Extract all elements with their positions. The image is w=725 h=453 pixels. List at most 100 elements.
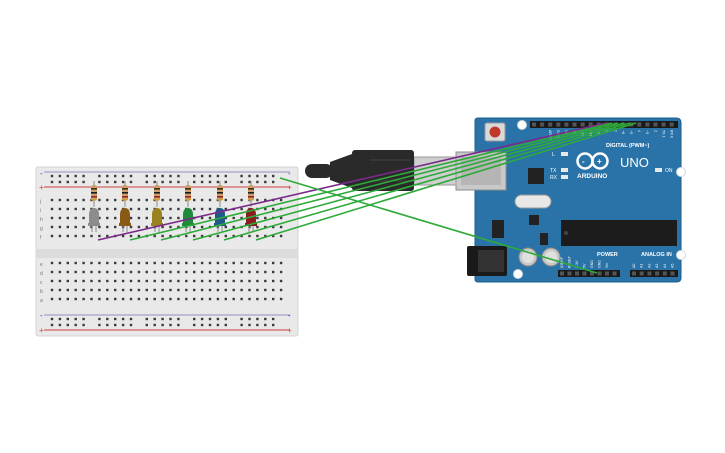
- breadboard-hole[interactable]: [272, 279, 275, 283]
- rail-hole[interactable]: [169, 317, 172, 321]
- breadboard-hole[interactable]: [185, 297, 188, 301]
- rail-hole[interactable]: [121, 323, 125, 327]
- breadboard-hole[interactable]: [264, 297, 267, 301]
- digital-pin[interactable]: [548, 122, 553, 127]
- breadboard-hole[interactable]: [224, 279, 227, 283]
- breadboard-hole[interactable]: [256, 234, 259, 238]
- breadboard-hole[interactable]: [74, 270, 77, 274]
- breadboard-hole[interactable]: [129, 216, 133, 220]
- breadboard-hole[interactable]: [50, 279, 54, 283]
- rail-hole[interactable]: [169, 323, 172, 327]
- rail-hole[interactable]: [256, 174, 259, 178]
- breadboard-hole[interactable]: [240, 297, 243, 301]
- reset-button-cap[interactable]: [489, 126, 501, 138]
- rail-hole[interactable]: [74, 323, 77, 327]
- breadboard-hole[interactable]: [232, 288, 235, 292]
- led-orange[interactable]: [120, 208, 130, 224]
- rail-hole[interactable]: [66, 317, 69, 321]
- led-yellow[interactable]: [152, 208, 162, 224]
- digital-pin[interactable]: [645, 122, 650, 127]
- rail-hole[interactable]: [208, 317, 212, 321]
- rail-hole[interactable]: [177, 317, 180, 321]
- breadboard-hole[interactable]: [82, 225, 85, 229]
- breadboard-hole[interactable]: [224, 297, 227, 301]
- breadboard-hole[interactable]: [264, 279, 267, 283]
- breadboard-hole[interactable]: [264, 261, 267, 265]
- breadboard-hole[interactable]: [74, 279, 77, 283]
- breadboard-hole[interactable]: [82, 279, 85, 283]
- breadboard-hole[interactable]: [58, 297, 62, 301]
- wire-green-3[interactable]: [192, 122, 625, 241]
- breadboard-hole[interactable]: [121, 270, 125, 274]
- power-pin[interactable]: [575, 271, 579, 276]
- breadboard-hole[interactable]: [90, 261, 93, 265]
- rail-hole[interactable]: [224, 317, 227, 321]
- rail-hole[interactable]: [129, 180, 133, 184]
- breadboard-hole[interactable]: [50, 207, 54, 211]
- rail-hole[interactable]: [98, 174, 101, 178]
- breadboard-hole[interactable]: [193, 207, 196, 211]
- breadboard-hole[interactable]: [58, 261, 62, 265]
- breadboard-hole[interactable]: [169, 225, 172, 229]
- rail-hole[interactable]: [193, 180, 196, 184]
- rail-hole[interactable]: [177, 174, 180, 178]
- breadboard-hole[interactable]: [114, 207, 117, 211]
- rail-hole[interactable]: [153, 323, 156, 327]
- breadboard-hole[interactable]: [232, 261, 235, 265]
- rail-hole[interactable]: [272, 317, 275, 321]
- breadboard-hole[interactable]: [177, 261, 180, 265]
- rail-hole[interactable]: [106, 323, 109, 327]
- rail-hole[interactable]: [50, 180, 54, 184]
- breadboard-hole[interactable]: [240, 279, 243, 283]
- rail-hole[interactable]: [82, 174, 85, 178]
- breadboard-hole[interactable]: [264, 198, 267, 202]
- breadboard-hole[interactable]: [169, 207, 172, 211]
- breadboard-hole[interactable]: [279, 216, 283, 220]
- digital-pin[interactable]: [540, 122, 545, 127]
- breadboard-hole[interactable]: [66, 261, 69, 265]
- breadboard-hole[interactable]: [58, 288, 62, 292]
- rail-hole[interactable]: [177, 323, 180, 327]
- breadboard-hole[interactable]: [106, 279, 109, 283]
- breadboard-hole[interactable]: [50, 234, 54, 238]
- breadboard-hole[interactable]: [58, 234, 62, 238]
- breadboard-hole[interactable]: [58, 225, 62, 229]
- wire-green-gnd[interactable]: [279, 177, 598, 274]
- analog-pin[interactable]: [655, 271, 660, 276]
- rail-hole[interactable]: [200, 174, 204, 178]
- breadboard-hole[interactable]: [145, 297, 148, 301]
- breadboard-hole[interactable]: [193, 288, 196, 292]
- rail-hole[interactable]: [121, 174, 125, 178]
- breadboard-hole[interactable]: [240, 270, 243, 274]
- breadboard-hole[interactable]: [200, 270, 204, 274]
- digital-pin[interactable]: [669, 122, 674, 127]
- breadboard-hole[interactable]: [161, 288, 164, 292]
- breadboard-hole[interactable]: [74, 261, 77, 265]
- breadboard-hole[interactable]: [177, 207, 180, 211]
- breadboard-hole[interactable]: [224, 216, 227, 220]
- breadboard-hole[interactable]: [58, 270, 62, 274]
- digital-pin[interactable]: [661, 122, 666, 127]
- breadboard-hole[interactable]: [137, 207, 141, 211]
- breadboard-hole[interactable]: [50, 216, 54, 220]
- rail-hole[interactable]: [240, 323, 243, 327]
- rail-hole[interactable]: [50, 323, 54, 327]
- breadboard-hole[interactable]: [90, 288, 93, 292]
- rail-hole[interactable]: [66, 174, 69, 178]
- rail-hole[interactable]: [240, 180, 243, 184]
- breadboard-hole[interactable]: [264, 207, 267, 211]
- power-pin[interactable]: [612, 271, 617, 276]
- breadboard-hole[interactable]: [114, 198, 117, 202]
- breadboard-hole[interactable]: [272, 297, 275, 301]
- breadboard-hole[interactable]: [161, 270, 164, 274]
- rail-hole[interactable]: [66, 180, 69, 184]
- rail-hole[interactable]: [58, 180, 62, 184]
- breadboard-hole[interactable]: [161, 207, 164, 211]
- breadboard-hole[interactable]: [200, 279, 204, 283]
- breadboard-hole[interactable]: [50, 198, 54, 202]
- rail-hole[interactable]: [224, 174, 227, 178]
- rail-hole[interactable]: [161, 180, 164, 184]
- rail-hole[interactable]: [106, 317, 109, 321]
- rail-hole[interactable]: [161, 323, 164, 327]
- rail-hole[interactable]: [216, 323, 220, 327]
